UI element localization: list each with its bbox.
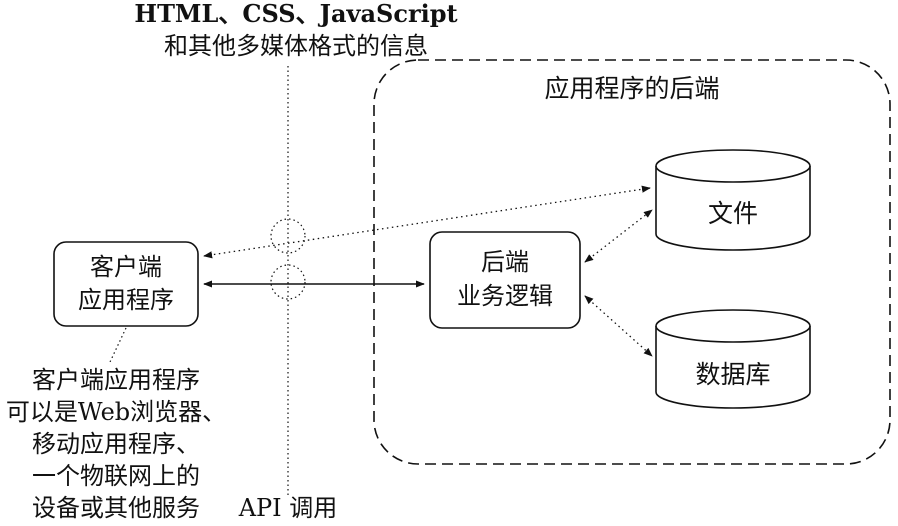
client-app-box xyxy=(53,241,199,327)
api-call-label: API 调用 xyxy=(238,494,338,522)
backend-group-border xyxy=(373,59,891,465)
client-note-line4: 一个物联网上的 xyxy=(32,462,200,490)
files-label: 文件 xyxy=(708,199,758,228)
business-logic-box xyxy=(429,231,581,329)
client-note-line2: 可以是Web浏览器、 xyxy=(6,398,226,426)
client-note-line1: 客户端应用程序 xyxy=(32,366,200,394)
client-files-dotted-arrow xyxy=(203,185,651,259)
files-cylinder xyxy=(655,149,811,251)
top-caption-line1: HTML、CSS、JavaScript xyxy=(134,0,457,28)
top-caption-line2: 和其他多媒体格式的信息 xyxy=(164,32,428,60)
client-note-line3: 移动应用程序、 xyxy=(32,430,200,458)
database-cylinder xyxy=(655,309,811,409)
backend-group-title: 应用程序的后端 xyxy=(544,74,719,103)
business-logic-line2: 业务逻辑 xyxy=(457,282,553,310)
logic-files-dotted-arrow xyxy=(584,209,653,263)
client-note-connector xyxy=(109,327,127,363)
client-note-line5: 设备或其他服务 xyxy=(32,494,200,522)
database-label: 数据库 xyxy=(695,360,770,389)
client-app-line1: 客户端 xyxy=(90,253,162,281)
client-app-line2: 应用程序 xyxy=(78,286,174,314)
logic-database-dotted-arrow xyxy=(584,295,653,357)
business-logic-line1: 后端 xyxy=(481,248,529,276)
